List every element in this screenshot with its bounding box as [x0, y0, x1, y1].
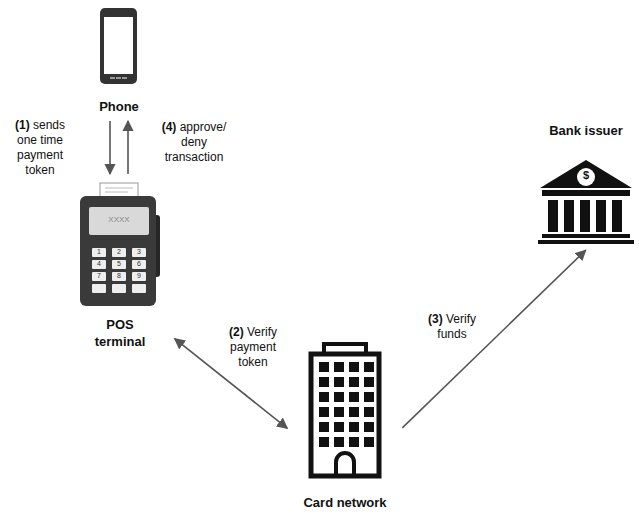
building-icon [311, 344, 379, 476]
key-digit: 3 [132, 248, 146, 256]
key-digit: 8 [112, 272, 126, 280]
key-digit: 1 [92, 248, 106, 256]
step-label: (2) Verify payment token [220, 325, 286, 370]
pos-terminal-icon [80, 183, 160, 306]
key-digit: 5 [112, 260, 126, 268]
key-digit: 9 [132, 272, 146, 280]
flow-arrow [109, 121, 111, 174]
phone-icon [100, 8, 137, 84]
icon-node: Bank issuer [535, 122, 637, 246]
currency-symbol: $ [577, 169, 595, 181]
key-digit: 2 [112, 248, 126, 256]
node-label: Bank issuer [535, 122, 637, 139]
key-digit: 4 [92, 260, 106, 268]
step-label: (3) Verify funds [420, 312, 484, 342]
flow-arrow [127, 121, 129, 174]
node-label: Phone [92, 98, 146, 115]
step-label: (1) sends one time payment token [8, 118, 72, 178]
screen-text: XXXX [89, 215, 149, 224]
flow-arrow [402, 250, 585, 428]
key-digit: 7 [92, 272, 106, 280]
node-label: Card network [292, 494, 398, 511]
bank-icon [538, 160, 634, 244]
step-label: (4) approve/ deny transaction [154, 120, 234, 165]
icon-node: Card network [292, 340, 398, 511]
icon-node: Phone [92, 5, 146, 115]
node-label: POS terminal [84, 316, 156, 350]
key-digit: 6 [132, 260, 146, 268]
